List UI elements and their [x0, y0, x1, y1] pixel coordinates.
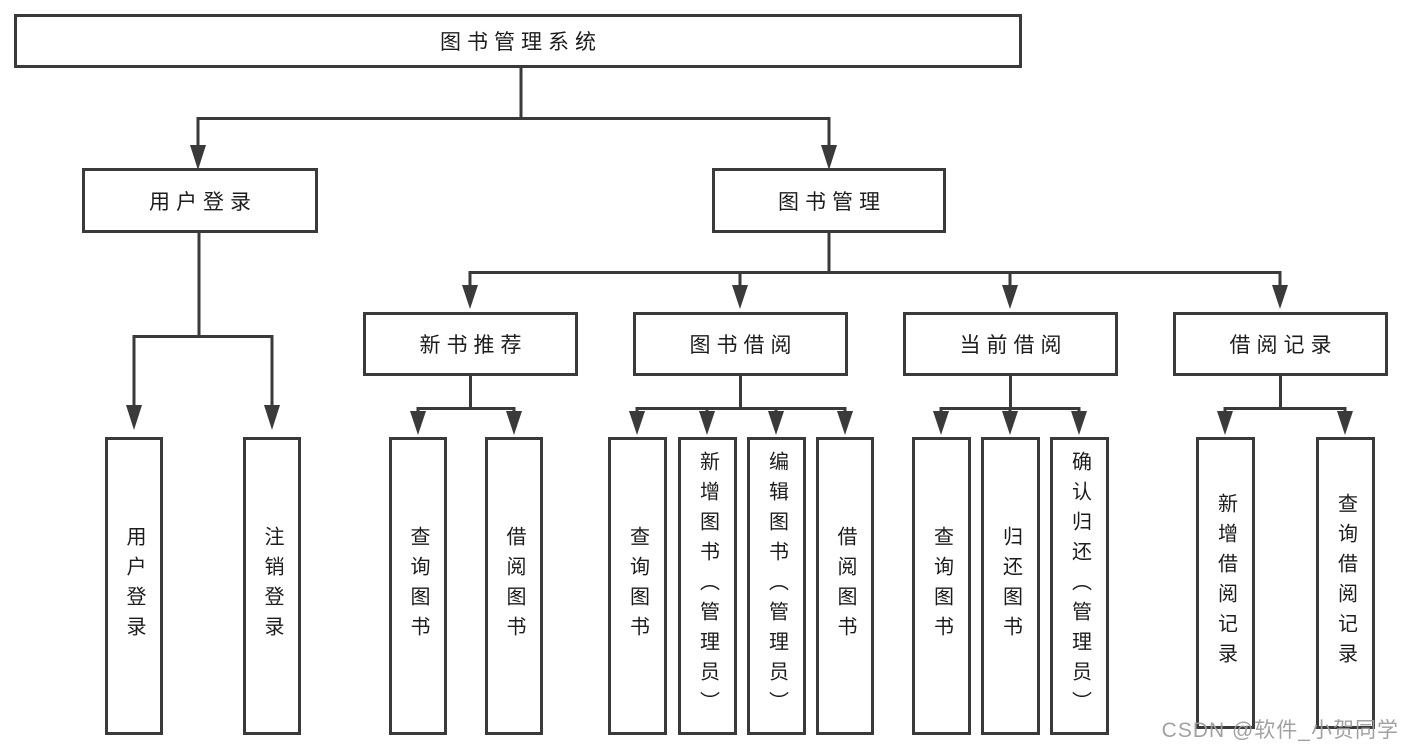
edge-book-borrow-children: [629, 374, 853, 435]
leaf-borrow-book: 借阅图书: [816, 437, 874, 735]
leaf-query-books-recommend: 查询图书: [389, 437, 447, 735]
leaf-edit-book-admin-label: 编辑图书（管理员）: [765, 451, 788, 721]
edge-root-to-level2: [190, 66, 837, 170]
leaf-query-books-current: 查询图书: [912, 437, 971, 735]
leaf-edit-book-admin: 编辑图书（管理员）: [747, 437, 806, 735]
node-borrow-records: 借阅记录: [1173, 312, 1388, 376]
leaf-logout: 注销登录: [243, 437, 301, 735]
leaf-confirm-return-admin-label: 确认归还（管理员）: [1068, 451, 1091, 721]
leaf-borrow-book-label: 借阅图书: [834, 526, 856, 646]
node-book-management: 图书管理: [712, 168, 946, 233]
node-root-system: 图书管理系统: [14, 14, 1022, 68]
leaf-query-books-recommend-label: 查询图书: [407, 526, 429, 646]
edge-new-book-recommend-children: [410, 374, 522, 435]
edge-book-management-children: [462, 231, 1288, 309]
csdn-watermark: CSDN @软件_小贺同学: [1161, 719, 1399, 742]
leaf-borrow-books-recommend: 借阅图书: [485, 437, 543, 735]
node-current-borrow: 当前借阅: [903, 312, 1118, 376]
leaf-borrow-books-recommend-label: 借阅图书: [503, 526, 525, 646]
leaf-query-borrow-record: 查询借阅记录: [1316, 437, 1375, 729]
leaf-query-books-borrow-label: 查询图书: [626, 526, 649, 646]
leaf-user-login-label: 用户登录: [123, 526, 145, 646]
edge-user-login-children: [126, 231, 280, 430]
leaf-query-borrow-record-label: 查询借阅记录: [1334, 493, 1357, 673]
node-book-borrow: 图书借阅: [633, 312, 848, 376]
leaf-return-book: 归还图书: [981, 437, 1040, 735]
leaf-add-book-admin: 新增图书（管理员）: [678, 437, 737, 735]
edge-borrow-records-children: [1217, 374, 1353, 435]
leaf-query-books-current-label: 查询图书: [930, 526, 953, 646]
leaf-logout-label: 注销登录: [261, 526, 283, 646]
leaf-confirm-return-admin: 确认归还（管理员）: [1050, 437, 1109, 735]
node-new-book-recommend: 新书推荐: [363, 312, 578, 376]
leaf-add-book-admin-label: 新增图书（管理员）: [696, 451, 719, 721]
leaf-user-login: 用户登录: [105, 437, 163, 735]
leaf-add-borrow-record-label: 新增借阅记录: [1214, 493, 1237, 673]
leaf-query-books-borrow: 查询图书: [608, 437, 667, 735]
leaf-return-book-label: 归还图书: [999, 526, 1022, 646]
node-user-login: 用户登录: [82, 168, 318, 233]
leaf-add-borrow-record: 新增借阅记录: [1196, 437, 1255, 729]
edge-current-borrow-children: [933, 374, 1087, 435]
